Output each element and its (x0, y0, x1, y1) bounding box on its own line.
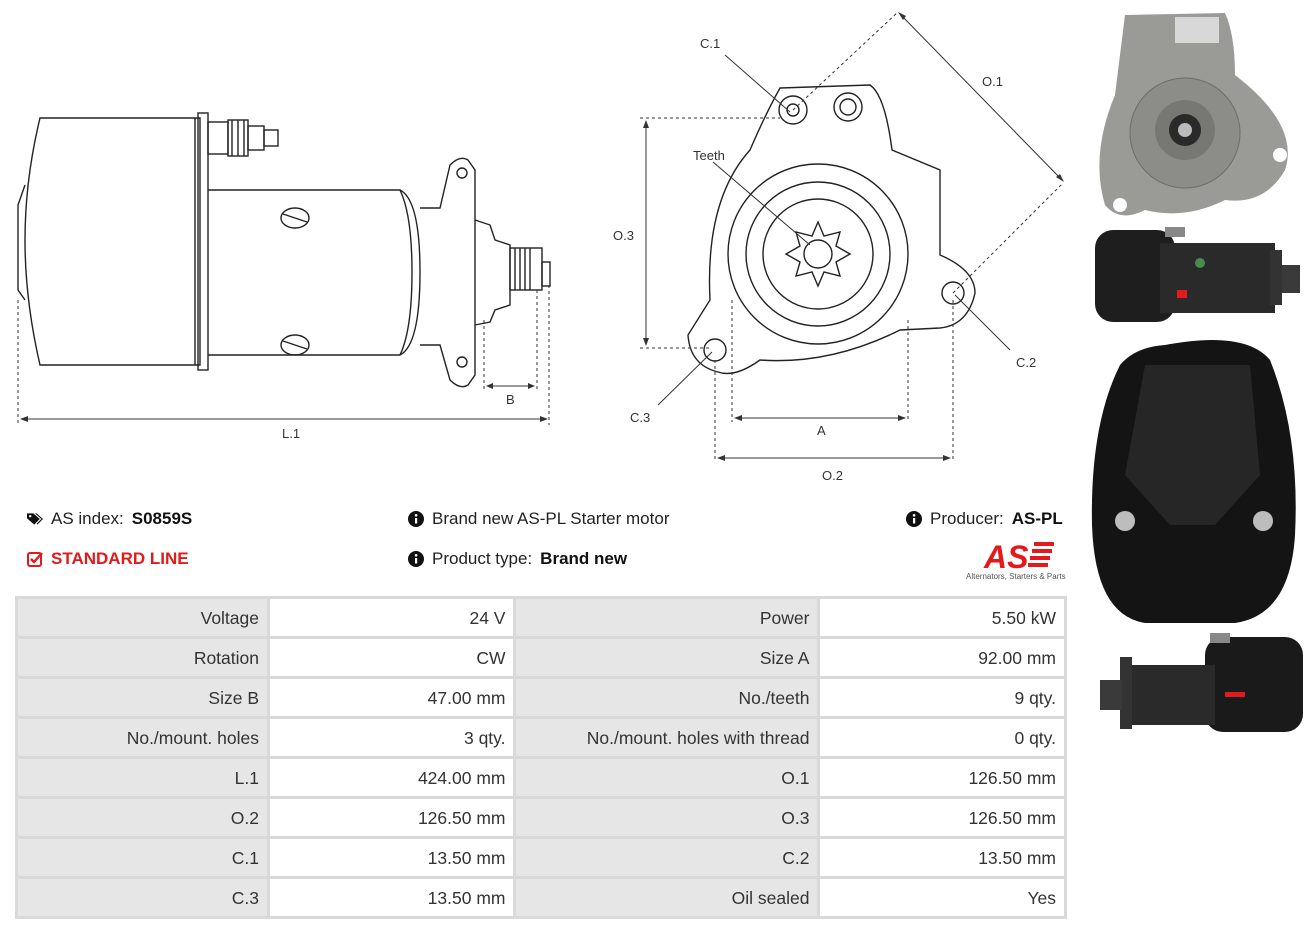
dim-label-c3: C.3 (630, 410, 650, 425)
spec-value: 13.50 mm (820, 839, 1064, 876)
dim-label-l1: L.1 (282, 426, 300, 441)
spec-value: Yes (820, 879, 1064, 916)
info-icon (906, 511, 922, 527)
spec-value: 47.00 mm (270, 679, 514, 716)
description-text: Brand new AS-PL Starter motor (432, 509, 670, 528)
as-index-value: S0859S (131, 509, 193, 528)
as-index: AS index: S0859S (27, 509, 192, 529)
product-type-value: Brand new (540, 549, 628, 568)
spec-label: Power (516, 599, 818, 636)
producer-label: Producer: (930, 509, 1004, 528)
front-view-drawing: C.1 O.1 Teeth O.3 C.2 C.3 A O.2 (613, 11, 1064, 483)
as-pl-logo: AS (983, 539, 1054, 572)
spec-label: Size B (18, 679, 267, 716)
side-view-drawing: L.1 B (17, 112, 551, 441)
product-type: Product type: Brand new (408, 549, 627, 569)
product-photo-side (1095, 227, 1300, 322)
spec-label: Size A (516, 639, 818, 676)
dim-label-o3: O.3 (613, 228, 634, 243)
spec-value: CW (270, 639, 514, 676)
spec-value: 24 V (270, 599, 514, 636)
dim-label-c2: C.2 (1016, 355, 1036, 370)
spec-label: Oil sealed (516, 879, 818, 916)
spec-label: C.2 (516, 839, 818, 876)
spec-value: 126.50 mm (820, 799, 1064, 836)
info-icon (408, 551, 424, 567)
spec-value: 126.50 mm (820, 759, 1064, 796)
checkbox-checked-icon (27, 552, 43, 567)
dim-label-c1: C.1 (700, 36, 720, 51)
spec-label: C.3 (18, 879, 267, 916)
producer-value: AS-PL (1011, 509, 1063, 528)
dim-label-b: B (506, 392, 515, 407)
spec-label: O.1 (516, 759, 818, 796)
spec-label: Voltage (18, 599, 267, 636)
spec-value: 0 qty. (820, 719, 1064, 756)
spec-label: No./mount. holes with thread (516, 719, 818, 756)
standard-line-label: STANDARD LINE (51, 549, 189, 568)
spec-value: 424.00 mm (270, 759, 514, 796)
spec-label: Rotation (18, 639, 267, 676)
dim-label-a: A (817, 423, 826, 438)
standard-line-badge: STANDARD LINE (27, 549, 189, 569)
spec-label: C.1 (18, 839, 267, 876)
teeth-label: Teeth (693, 148, 725, 163)
logo-tagline: Alternators, Starters & Parts (966, 572, 1066, 581)
spec-value: 13.50 mm (270, 839, 514, 876)
spec-label: No./teeth (516, 679, 818, 716)
spec-label: O.2 (18, 799, 267, 836)
product-type-label: Product type: (432, 549, 533, 568)
logo-mark: AS (983, 539, 1029, 572)
description: Brand new AS-PL Starter motor (408, 509, 669, 529)
spec-value: 3 qty. (270, 719, 514, 756)
spec-label: O.3 (516, 799, 818, 836)
tags-icon (27, 513, 43, 525)
dim-label-o2: O.2 (822, 468, 843, 483)
product-photo-front (1099, 13, 1288, 216)
as-index-label: AS index: (51, 509, 124, 528)
spec-value: 5.50 kW (820, 599, 1064, 636)
producer: Producer: AS-PL (906, 509, 1063, 529)
spec-value: 92.00 mm (820, 639, 1064, 676)
info-icon (408, 511, 424, 527)
spec-value: 13.50 mm (270, 879, 514, 916)
spec-value: 9 qty. (820, 679, 1064, 716)
product-photos (1091, 13, 1303, 732)
product-photo-rear (1091, 340, 1296, 623)
spec-value: 126.50 mm (270, 799, 514, 836)
spec-label: L.1 (18, 759, 267, 796)
product-photo-side-2 (1100, 633, 1303, 732)
spec-label: No./mount. holes (18, 719, 267, 756)
dim-label-o1: O.1 (982, 74, 1003, 89)
